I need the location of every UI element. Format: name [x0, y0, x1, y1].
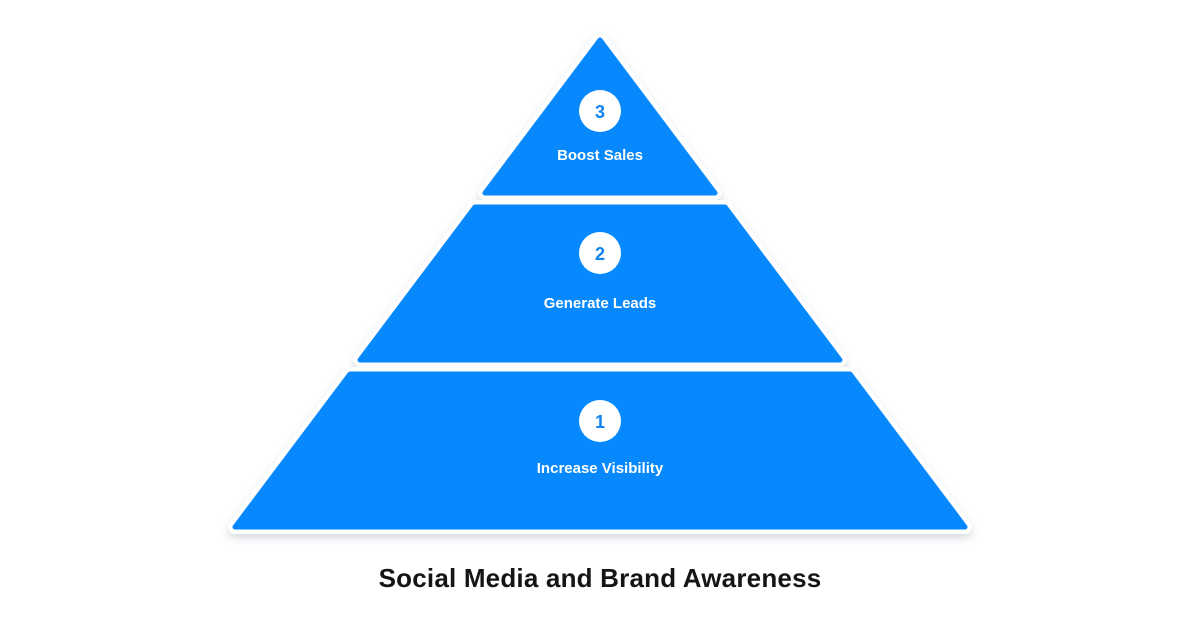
pyramid-tier-3: 3 Boost Sales — [478, 33, 722, 200]
tier-3-badge — [579, 90, 621, 132]
pyramid-tier-2: 2 Generate Leads — [353, 200, 847, 367]
tier-2-shape — [357, 204, 843, 363]
tier-3-number: 3 — [595, 102, 605, 122]
tier-2-number: 2 — [595, 244, 605, 264]
tier-1-badge — [579, 400, 621, 442]
diagram-title: Social Media and Brand Awareness — [378, 563, 822, 593]
pyramid-tier-1: 1 Increase Visibility — [228, 367, 972, 534]
tier-2-badge — [579, 232, 621, 274]
tier-1-number: 1 — [595, 412, 605, 432]
tier-2-label: Generate Leads — [544, 295, 657, 312]
tier-1-label: Increase Visibility — [537, 460, 664, 477]
tier-1-shape — [232, 371, 968, 530]
tier-3-label: Boost Sales — [557, 147, 643, 164]
